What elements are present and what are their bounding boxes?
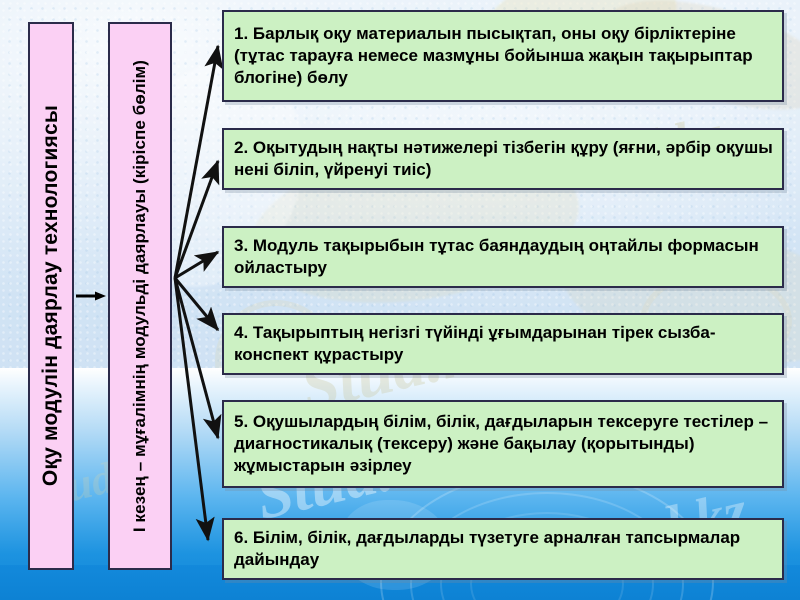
step-box-4: 4. Тақырыптың негізгі түйінді ұғымдарына… [222, 313, 784, 375]
step-text-3: 3. Модуль тақырыбын тұтас баяндаудың оңт… [234, 236, 759, 277]
step-text-2: 2. Оқытудың нақты нәтижелері тізбегін құ… [234, 138, 773, 179]
connector-arrow-icon [76, 291, 106, 301]
step-text-5: 5. Оқушылардың білім, білік, дағдыларын … [234, 412, 769, 475]
step-text-6: 6. Білім, білік, дағдыларды түзетуге арн… [234, 528, 741, 569]
technology-title-box: Оқу модулін даярлау технологиясы [28, 22, 74, 570]
stage-title-label: І кезең – мұғалімнің модульді даярлауы (… [130, 59, 150, 533]
step-text-4: 4. Тақырыптың негізгі түйінді ұғымдарына… [234, 323, 716, 364]
step-box-3: 3. Модуль тақырыбын тұтас баяндаудың оңт… [222, 226, 784, 288]
step-box-6: 6. Білім, білік, дағдыларды түзетуге арн… [222, 518, 784, 580]
step-box-2: 2. Оқытудың нақты нәтижелері тізбегін құ… [222, 128, 784, 190]
step-box-5: 5. Оқушылардың білім, білік, дағдыларын … [222, 400, 784, 488]
step-text-1: 1. Барлық оқу материалын пысықтап, оны о… [234, 24, 753, 87]
stage-title-box: І кезең – мұғалімнің модульді даярлауы (… [108, 22, 172, 570]
step-box-1: 1. Барлық оқу материалын пысықтап, оны о… [222, 10, 784, 102]
technology-title-label: Оқу модулін даярлау технологиясы [38, 105, 62, 487]
